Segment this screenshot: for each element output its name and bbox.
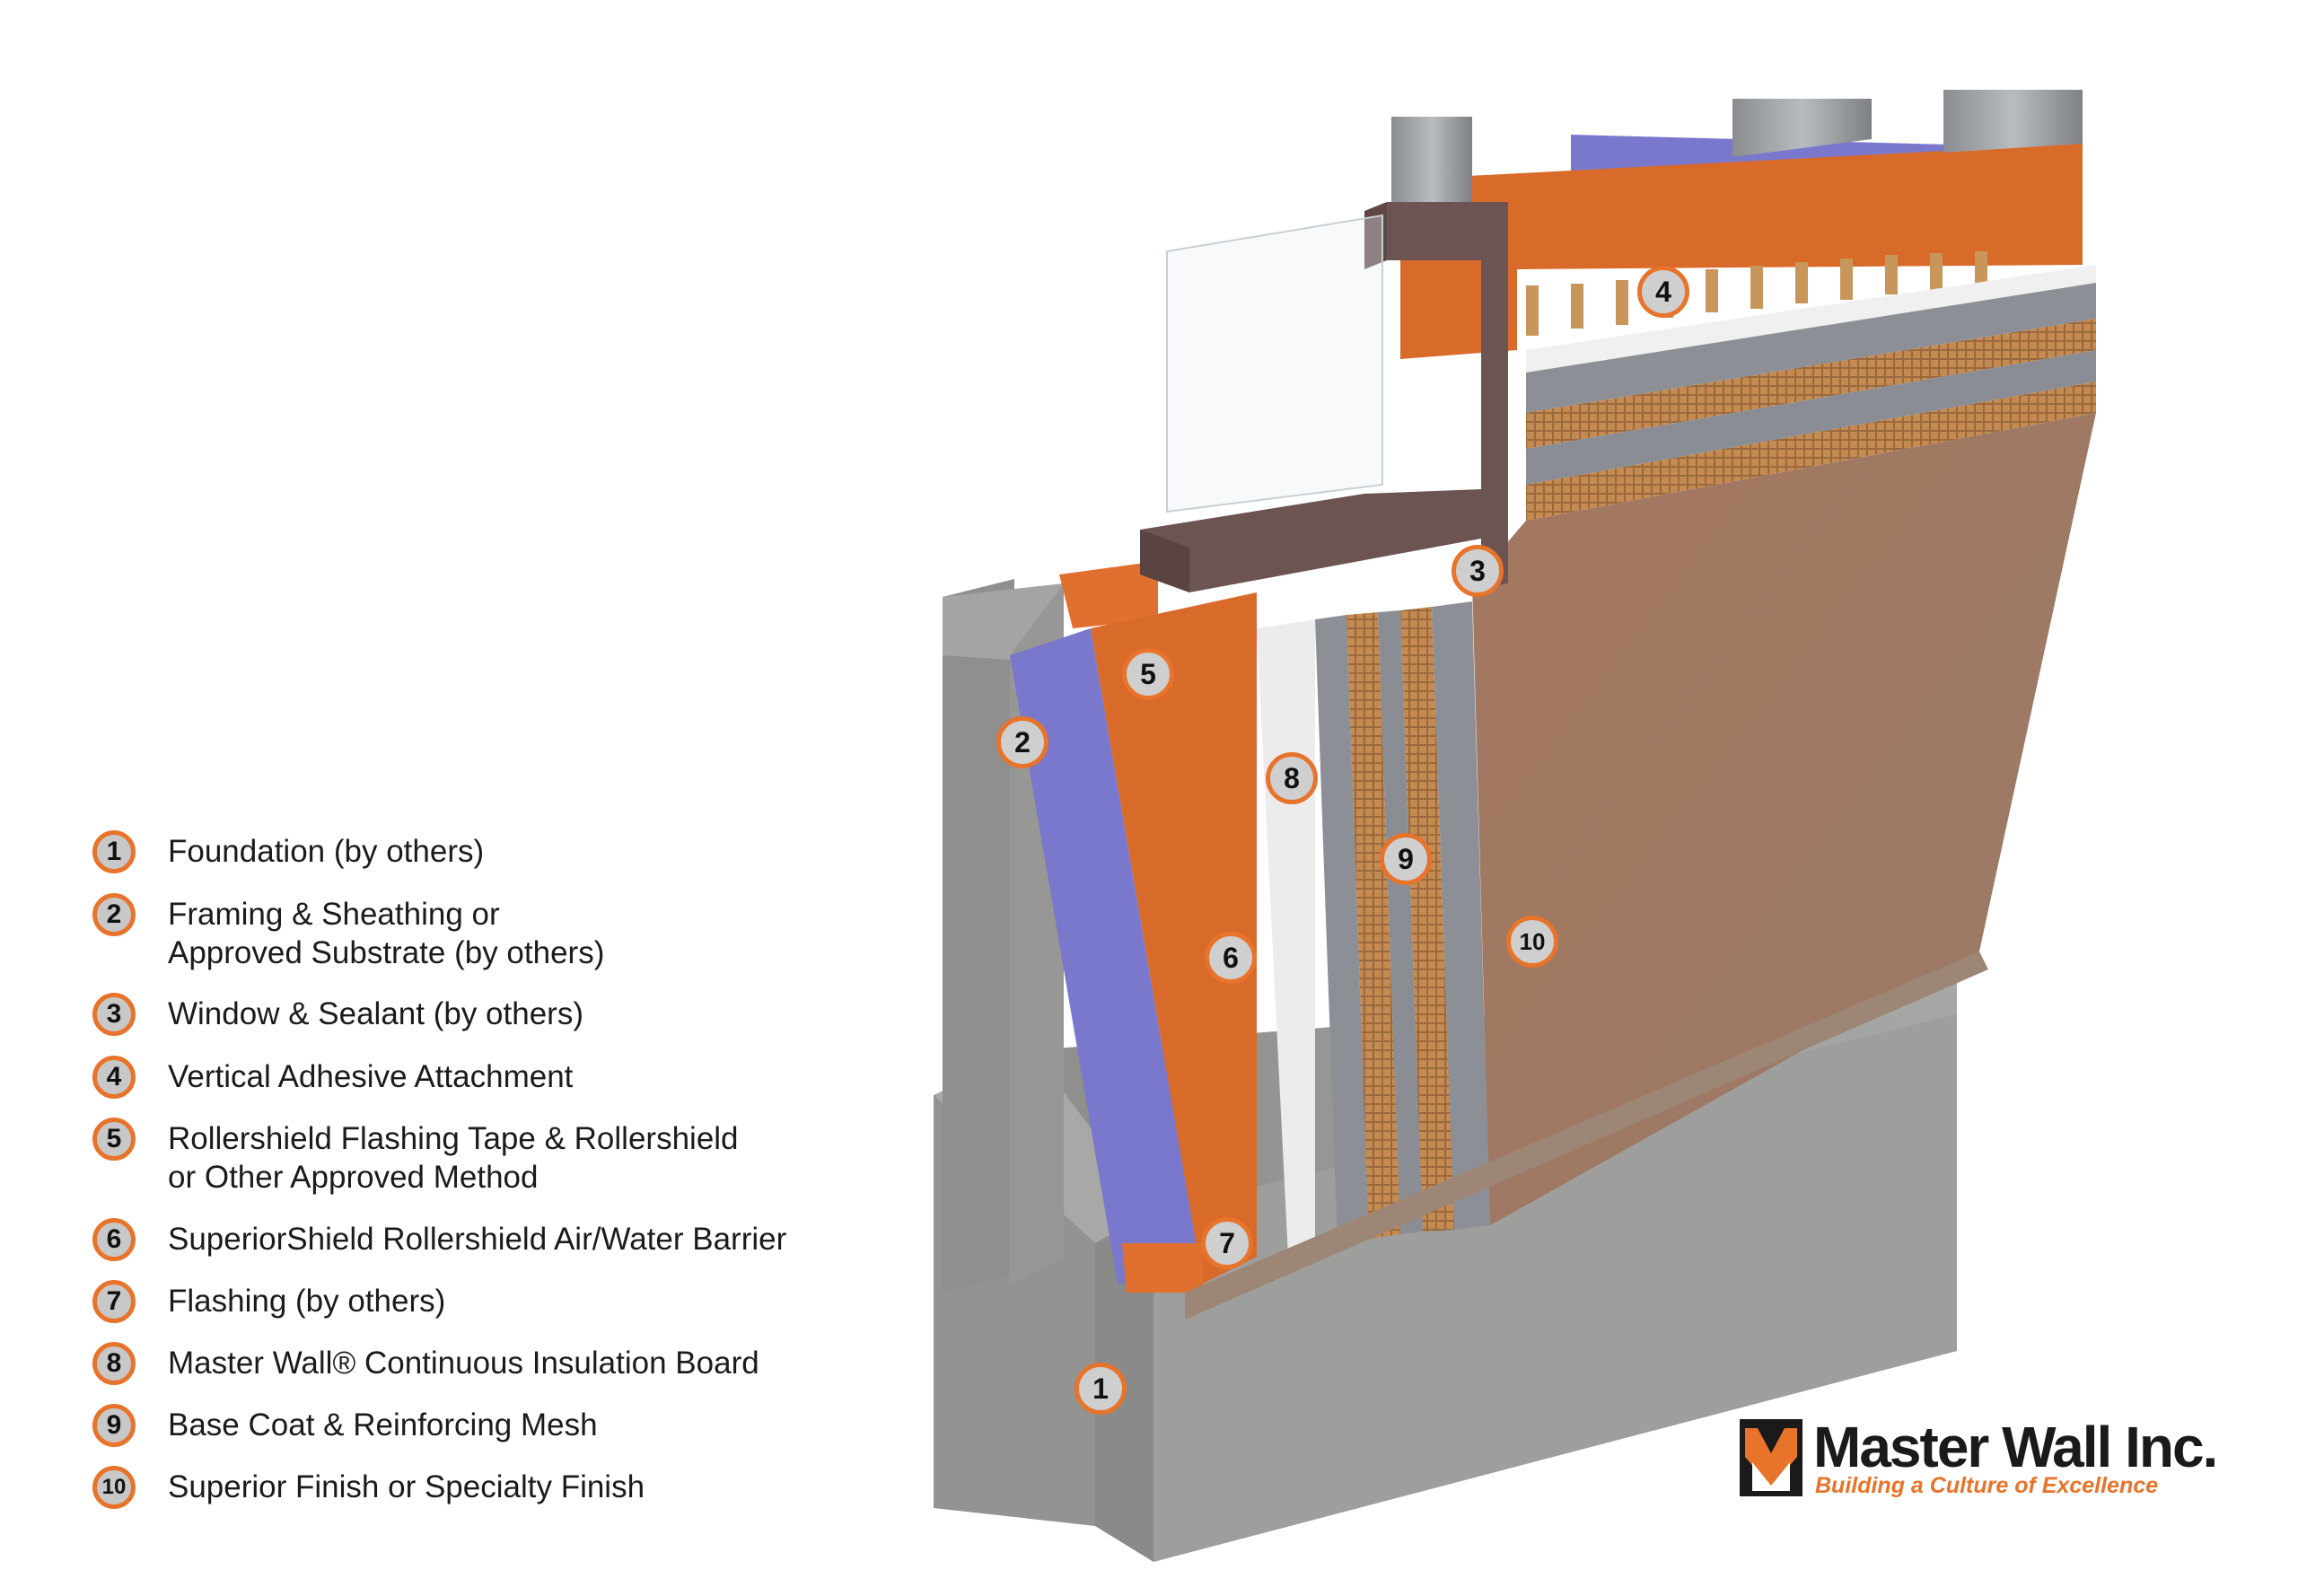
legend-item: 2 Framing & Sheathing or Approved Substr… <box>92 893 604 972</box>
window-frame <box>1140 202 1508 592</box>
legend-item: 6 SuperiorShield Rollershield Air/Water … <box>92 1218 786 1261</box>
legend-item: 9 Base Coat & Reinforcing Mesh <box>92 1404 598 1447</box>
foundation <box>934 978 1957 1562</box>
galvanized-studs <box>1391 90 2083 202</box>
callout-10: 10 <box>1506 916 1558 968</box>
callout-7: 7 <box>1201 1217 1253 1269</box>
callout-2: 2 <box>996 716 1048 768</box>
finish-coat <box>1185 413 2096 1320</box>
legend-item: 4 Vertical Adhesive Attachment <box>92 1056 573 1099</box>
legend-badge: 6 <box>92 1218 136 1261</box>
legend-label: SuperiorShield Rollershield Air/Water Ba… <box>168 1222 787 1257</box>
legend-badge: 2 <box>92 893 136 936</box>
adhesive-strips <box>1526 251 1987 336</box>
base-coat-mesh <box>1315 283 2096 1243</box>
legend-label: Rollershield Flashing Tape & Rollershiel… <box>168 1121 739 1195</box>
callout-8: 8 <box>1266 752 1318 804</box>
callout-6: 6 <box>1205 932 1257 984</box>
legend-item: 8 Master Wall® Continuous Insulation Boa… <box>92 1342 759 1385</box>
legend-label: Master Wall® Continuous Insulation Board <box>168 1346 759 1381</box>
brand-tagline: Building a Culture of Excellence <box>1815 1473 2159 1498</box>
legend-label: Superior Finish or Specialty Finish <box>168 1469 645 1504</box>
callout-1: 1 <box>1074 1363 1127 1415</box>
legend-label: Framing & Sheathing or Approved Substrat… <box>168 897 605 970</box>
legend-badge: 8 <box>92 1342 136 1385</box>
legend-label: Window & Sealant (by others) <box>168 996 583 1031</box>
callout-9: 9 <box>1380 833 1432 885</box>
legend-label: Flashing (by others) <box>168 1284 446 1319</box>
legend-label: Base Coat & Reinforcing Mesh <box>168 1407 598 1443</box>
legend-item: 5 Rollershield Flashing Tape & Rollershi… <box>92 1118 739 1197</box>
legend-item: 1 Foundation (by others) <box>92 830 484 873</box>
legend-badge: 4 <box>92 1056 136 1099</box>
callout-3: 3 <box>1452 545 1504 597</box>
legend-badge: 5 <box>92 1118 136 1161</box>
legend-badge: 9 <box>92 1404 136 1447</box>
legend-badge: 7 <box>92 1280 136 1323</box>
legend-item: 3 Window & Sealant (by others) <box>92 993 583 1036</box>
brand-logo: Master Wall Inc. Building a Culture of E… <box>1740 1414 2218 1504</box>
master-wall-logo-icon <box>1740 1419 1802 1496</box>
legend-label: Foundation (by others) <box>168 834 485 869</box>
legend-badge: 1 <box>92 830 136 873</box>
callout-5: 5 <box>1122 648 1174 700</box>
legend-item: 7 Flashing (by others) <box>92 1280 445 1323</box>
legend-item: 10 Superior Finish or Specialty Finish <box>92 1466 645 1509</box>
barrier-layer <box>1059 144 2083 1293</box>
callout-4: 4 <box>1637 266 1689 318</box>
legend-badge: 3 <box>92 993 136 1036</box>
legend-label: Vertical Adhesive Attachment <box>168 1059 574 1094</box>
brand-name: Master Wall Inc. <box>1813 1415 2218 1479</box>
legend-badge: 10 <box>92 1466 136 1509</box>
